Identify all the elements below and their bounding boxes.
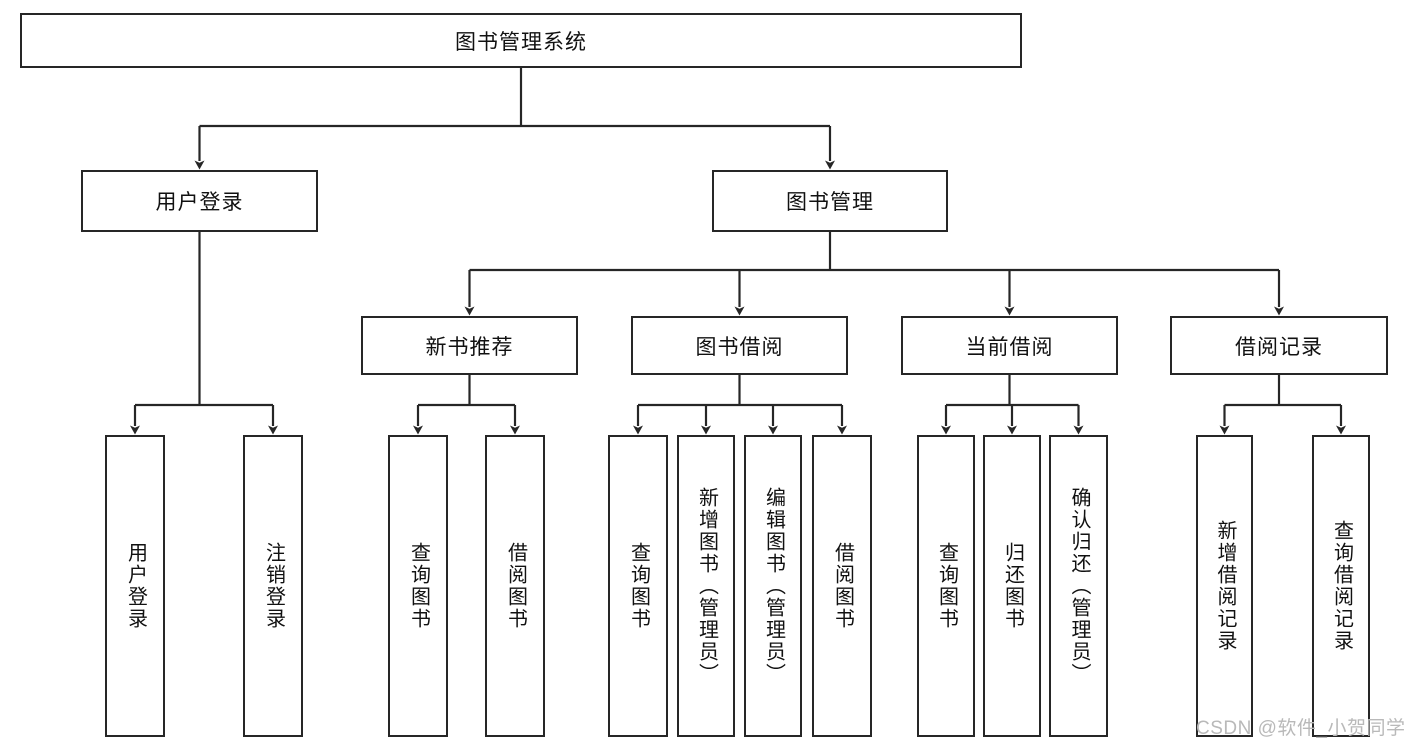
node-leaf-login-2[interactable]: 注销登录 (243, 435, 303, 737)
node-label: 编辑图书（管理员） (762, 487, 785, 685)
node-leaf-cur-2[interactable]: 归还图书 (983, 435, 1041, 737)
node-leaf-cur-1[interactable]: 查询图书 (917, 435, 975, 737)
node-bookmgmt[interactable]: 图书管理 (712, 170, 948, 232)
node-leaf-cur-3[interactable]: 确认归还（管理员） (1049, 435, 1108, 737)
node-leaf-bor-4[interactable]: 借阅图书 (812, 435, 872, 737)
node-label: 图书管理系统 (455, 30, 587, 54)
node-label: 新增借阅记录 (1214, 520, 1236, 652)
node-leaf-bor-2[interactable]: 新增图书（管理员） (677, 435, 735, 737)
node-leaf-new-2[interactable]: 借阅图书 (485, 435, 545, 737)
node-label: 图书管理 (786, 191, 874, 214)
node-label: 当前借阅 (965, 335, 1054, 359)
node-newbook[interactable]: 新书推荐 (361, 316, 578, 375)
node-records[interactable]: 借阅记录 (1170, 316, 1388, 375)
node-borrow[interactable]: 图书借阅 (631, 316, 848, 375)
node-label: 归还图书 (1001, 542, 1024, 630)
node-leaf-new-1[interactable]: 查询图书 (388, 435, 448, 737)
node-leaf-bor-3[interactable]: 编辑图书（管理员） (744, 435, 802, 737)
node-label: 确认归还（管理员） (1068, 487, 1090, 685)
node-label: 查询图书 (935, 542, 958, 630)
csdn-watermark: CSDN @软件_小贺同学 (1196, 718, 1405, 739)
node-label: 查询图书 (407, 542, 430, 630)
node-label: 借阅记录 (1235, 335, 1323, 359)
node-label: 用户登录 (124, 542, 147, 630)
node-label: 借阅图书 (504, 542, 527, 630)
node-root[interactable]: 图书管理系统 (20, 13, 1022, 68)
node-label: 查询图书 (627, 542, 650, 630)
node-label: 查询借阅记录 (1330, 520, 1353, 652)
node-label: 新增图书（管理员） (695, 487, 718, 685)
node-leaf-bor-1[interactable]: 查询图书 (608, 435, 668, 737)
node-leaf-rec-1[interactable]: 新增借阅记录 (1196, 435, 1253, 737)
node-label: 借阅图书 (831, 542, 854, 630)
node-current[interactable]: 当前借阅 (901, 316, 1118, 375)
node-leaf-login-1[interactable]: 用户登录 (105, 435, 165, 737)
node-login[interactable]: 用户登录 (81, 170, 318, 232)
node-label: 新书推荐 (425, 335, 514, 359)
node-label: 图书借阅 (695, 335, 784, 359)
node-leaf-rec-2[interactable]: 查询借阅记录 (1312, 435, 1370, 737)
node-label: 注销登录 (262, 542, 285, 630)
node-label: 用户登录 (155, 191, 244, 214)
